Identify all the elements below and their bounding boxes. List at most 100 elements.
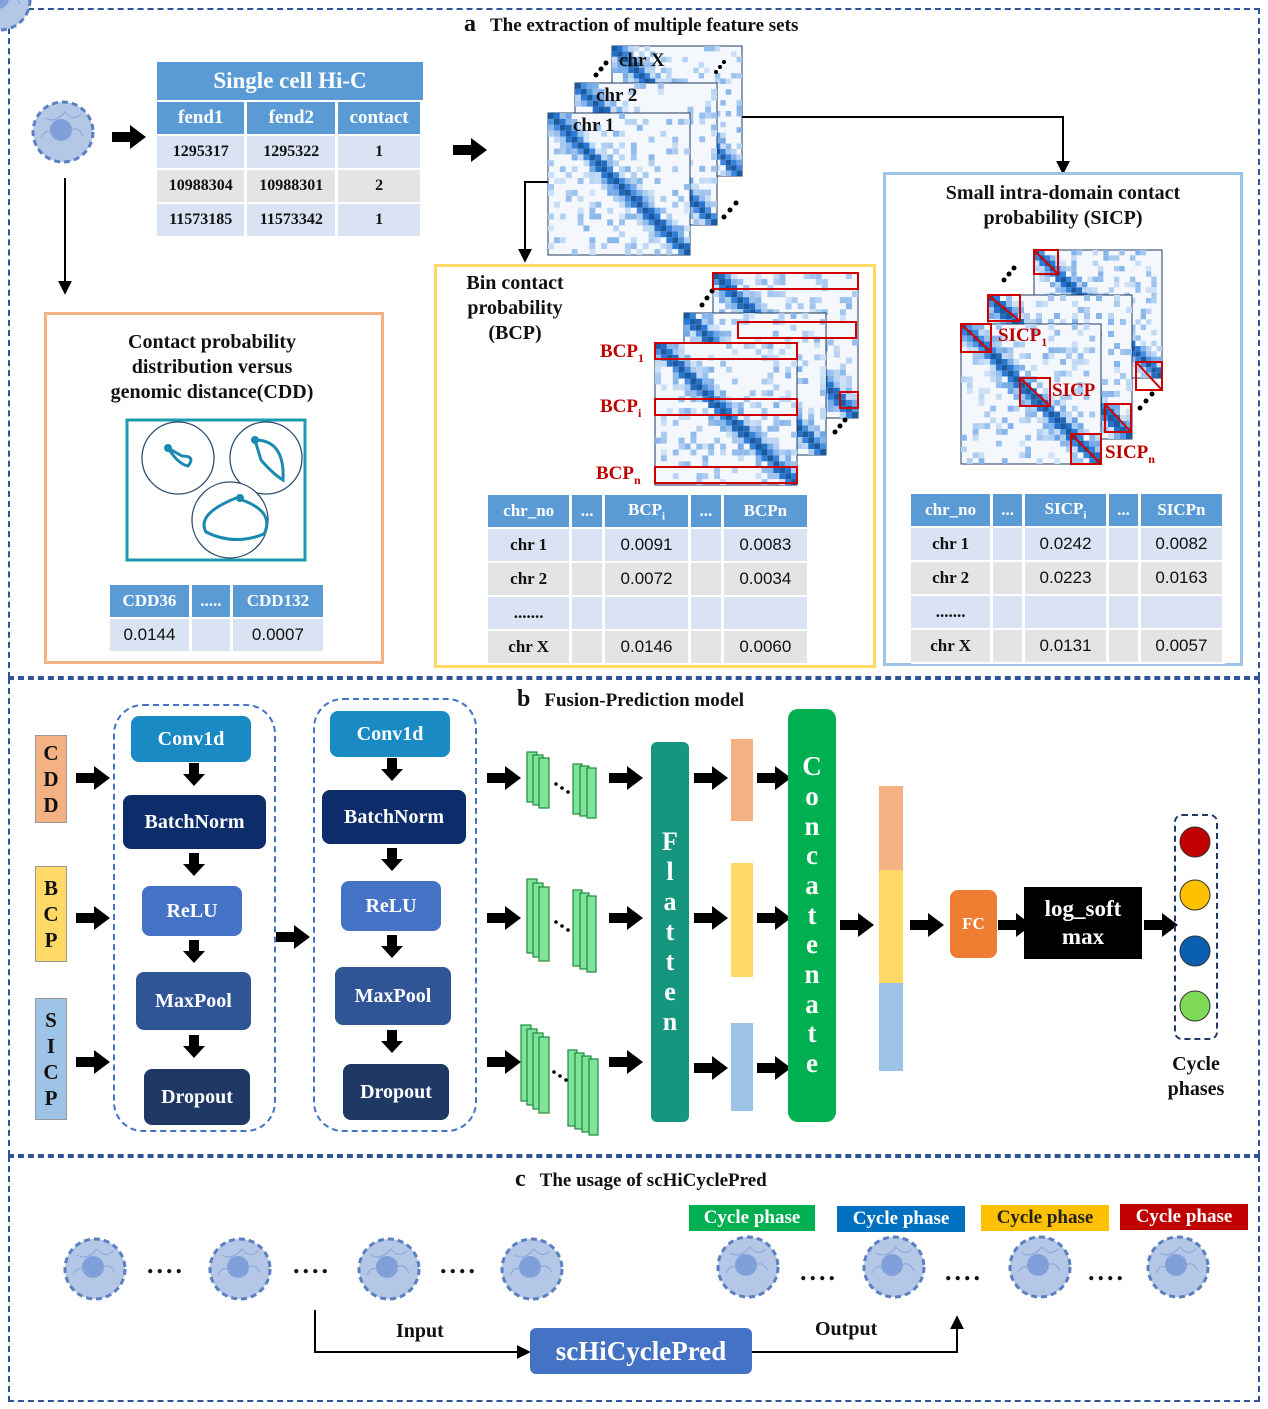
layer-conv1d-1: Conv1d (131, 716, 251, 762)
bcp-cell (570, 630, 605, 665)
sicp-cell (1107, 595, 1141, 630)
panel-a-border (8, 8, 1260, 678)
sicp-marker-text: SICP (1105, 442, 1149, 463)
heatmap-chr1 (547, 112, 691, 256)
sicp-header: ... (991, 494, 1025, 528)
vector-to-fc-arrow (910, 913, 944, 937)
vec-cdd-arrow (757, 766, 791, 790)
layer-maxpool-2: MaxPool (335, 967, 451, 1025)
bcp-header: BCPn (722, 495, 811, 529)
flatten-letter: t (665, 917, 675, 947)
cell-icon-main (31, 100, 95, 164)
layer-maxpool-1: MaxPool (136, 972, 251, 1030)
cdd-cell (190, 618, 233, 653)
logsoftmax-layer: log_soft max (1024, 887, 1142, 959)
output-cell-4 (1146, 1235, 1210, 1299)
feature-maps (520, 751, 599, 1136)
flat-cdd-arrow (694, 766, 728, 790)
flatten-letter: t (665, 946, 675, 976)
layer-batchnorm-1: BatchNorm (123, 795, 266, 849)
sicp-header-text: SICP (1044, 498, 1084, 518)
bcp-cell (603, 596, 692, 631)
bcp-cell: 0.0091 (603, 528, 692, 563)
input-letter: C (43, 1060, 59, 1084)
sicp-cell: 0.0163 (1139, 561, 1226, 596)
bcp-title-line1: Bin contact (466, 272, 564, 294)
logsoftmax-line2: max (1061, 924, 1105, 949)
sicp-marker-text: SICP (998, 325, 1042, 346)
fc-layer: FC (950, 890, 997, 958)
panel-c-letter: c (515, 1166, 526, 1192)
hic-header-fend1: fend1 (157, 102, 248, 136)
hic-cell: 1 (336, 135, 423, 170)
bcp-cell (722, 596, 811, 631)
input-letter: P (44, 928, 58, 953)
input-letter: P (44, 1086, 58, 1111)
stack1-to-stack2-arrow (276, 925, 310, 949)
hic-cell: 1295322 (245, 135, 339, 170)
panel-b-title: Fusion-Prediction model (544, 690, 745, 711)
bcp-header-i: BCPi (603, 495, 692, 529)
input-letter: S (45, 1007, 57, 1032)
sicp-cell (1107, 629, 1141, 664)
vec-sicp-arrow (757, 1056, 791, 1080)
bcp-cell: chr 1 (488, 528, 573, 563)
cdd-title-line3: genomic distance(CDD) (110, 381, 314, 403)
output-label-line1: Cycle (1172, 1053, 1220, 1075)
sicp-cell: chr 2 (911, 561, 994, 596)
flatten-letter: F (662, 827, 678, 857)
bcp-cell (570, 596, 605, 631)
bcp-cell: 0.0083 (722, 528, 811, 563)
matrix-to-bcp-arrow (518, 181, 548, 263)
panel-b-letter: b (517, 686, 531, 712)
hic-cell: 11573342 (245, 203, 339, 238)
bcp-header: chr_no (488, 495, 573, 529)
hic-cell: 2 (336, 169, 423, 204)
cdd-box (44, 312, 384, 664)
bcp-marker-sub: 1 (638, 350, 644, 365)
sicp-cell (1023, 595, 1110, 630)
layer-dropout-2: Dropout (343, 1064, 449, 1120)
concat-letter: o (805, 780, 819, 811)
table-to-matrix-arrow (453, 138, 487, 162)
concat-letter: e (806, 1048, 818, 1079)
bcp-header-text: BCP (627, 499, 662, 519)
concat-letter: C (802, 751, 822, 782)
cdd-in-arrow (76, 766, 110, 790)
input-letter: D (43, 766, 59, 791)
panel-a-title: The extraction of multiple feature sets (490, 15, 799, 36)
bcp-cell: ....... (488, 596, 573, 631)
bcp-marker-1: BCP1 (600, 341, 644, 366)
output-dots-1: .... (800, 1257, 838, 1286)
output-flow-line (752, 1315, 964, 1353)
phase-badge-red: Cycle phase (1119, 1203, 1249, 1231)
cdd-title-line2: distribution versus (131, 356, 293, 378)
fm-bcp-arrow (609, 906, 643, 930)
output-label: Cycle phases (1150, 1052, 1242, 1102)
output-phase-dots (1179, 826, 1211, 1022)
bcp-cell: 0.0146 (603, 630, 692, 665)
matrix-to-sicp-arrow (690, 116, 1070, 175)
sicp-header: chr_no (911, 494, 994, 528)
sicp-marker-sub: 1 (1041, 334, 1048, 349)
sicp-red-triangles (960, 249, 1163, 465)
sicp-box (883, 172, 1243, 666)
sicp-cell (991, 595, 1025, 630)
sicp-cell (1107, 561, 1141, 596)
cdd-header: CDD132 (231, 585, 327, 619)
output-cell-1 (716, 1235, 780, 1299)
cdd-title-line1: Contact probability (128, 331, 296, 353)
bcp-title: Bin contact probability (BCP) (440, 271, 590, 346)
hic-cell: 10988301 (245, 169, 339, 204)
hic-cell: 10988304 (157, 169, 248, 204)
logsoftmax-line1: log_soft (1044, 896, 1122, 922)
input-dots-1: .... (147, 1250, 185, 1279)
input-flow-line (314, 1310, 531, 1359)
sicp-cell: ....... (911, 595, 994, 630)
input-letter: C (43, 740, 59, 765)
concat-letter: a (805, 988, 819, 1019)
